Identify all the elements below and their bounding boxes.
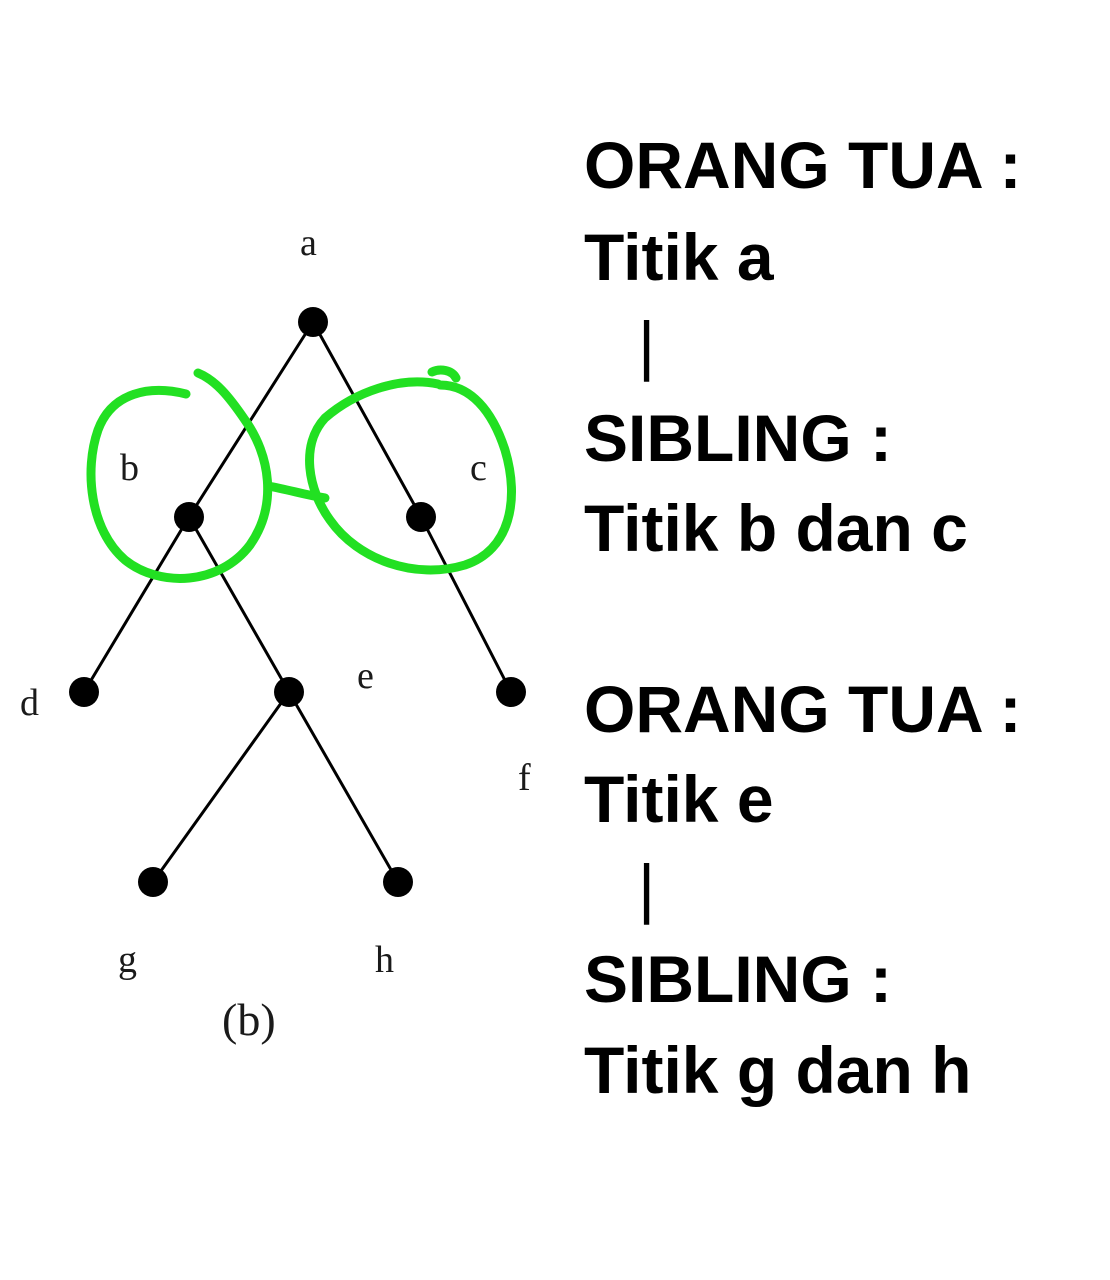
node-label-h: h: [375, 939, 394, 981]
node-h: [383, 867, 413, 897]
node-g: [138, 867, 168, 897]
highlight-circle-b: [86, 368, 273, 583]
node-c: [406, 502, 436, 532]
edge-e-h: [287, 690, 400, 884]
edge-b-e: [187, 515, 291, 694]
node-label-b: b: [120, 447, 139, 489]
node-d: [69, 677, 99, 707]
edge-a-b: [187, 320, 315, 519]
edge-a-c: [311, 320, 423, 519]
edge-e-g: [151, 690, 291, 884]
diagram-caption: (b): [222, 994, 276, 1045]
node-label-e: e: [357, 655, 374, 697]
highlight-squiggle: [427, 365, 461, 383]
highlight-circle-c: [305, 377, 516, 575]
edge-c-f: [419, 515, 513, 694]
connector-1: |: [638, 308, 656, 382]
sibling-highlight: [86, 365, 516, 583]
tree-edges: [82, 320, 513, 884]
node-label-g: g: [118, 939, 137, 981]
sibling-value-2: Titik g dan h: [584, 1033, 972, 1107]
sibling-heading-1: SIBLING :: [584, 401, 892, 475]
node-b: [174, 502, 204, 532]
tree-nodes: [69, 307, 526, 897]
sibling-heading-2: SIBLING :: [584, 942, 892, 1016]
parent-value-1: Titik a: [584, 220, 774, 294]
tree-labels: a b c d e f g h (b): [20, 222, 531, 1045]
node-a: [298, 307, 328, 337]
sibling-value-1: Titik b dan c: [584, 491, 968, 565]
connector-2: |: [638, 851, 656, 925]
edge-b-d: [82, 515, 191, 694]
node-label-a: a: [300, 222, 317, 264]
node-label-f: f: [518, 757, 531, 799]
parent-value-2: Titik e: [584, 762, 774, 836]
node-f: [496, 677, 526, 707]
node-label-c: c: [470, 447, 487, 489]
parent-heading-2: ORANG TUA :: [584, 672, 1022, 746]
parent-heading-1: ORANG TUA :: [584, 128, 1022, 202]
node-e: [274, 677, 304, 707]
node-label-d: d: [20, 682, 39, 724]
